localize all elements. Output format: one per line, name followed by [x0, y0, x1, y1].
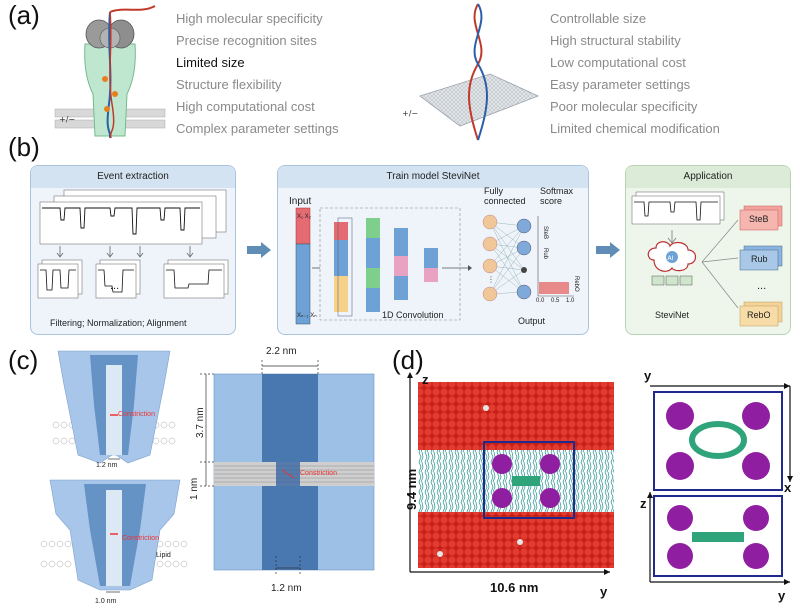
md-simulation-box [407, 372, 614, 575]
d-right-top-y-label: y [644, 368, 652, 383]
application-trace [631, 191, 725, 225]
top-width-label: 1.2 nm [96, 462, 118, 469]
d-width-label: 10.6 nm [490, 580, 539, 595]
score-class-steb: SteB [542, 226, 548, 240]
softmax-bar-rebo [539, 282, 569, 294]
application-title: Application [626, 166, 790, 188]
d-right-z-label: z [640, 496, 647, 511]
svg-text:AI: AI [668, 255, 674, 262]
softmax-label-1: Softmax [540, 186, 574, 196]
event-ellipsis: ... [110, 280, 120, 292]
panel-label-c: (c) [8, 345, 39, 375]
fully-connected-network: ⋮ [482, 214, 532, 302]
left-feature-2: Precise recognition sites [176, 33, 317, 48]
conv-label: 1D Convolution [382, 310, 444, 320]
event-extraction-caption: Filtering; Normalization; Alignment [50, 318, 187, 328]
right-feature-4: Easy parameter settings [550, 77, 691, 92]
fc-label-1: Fully [484, 186, 504, 196]
d-y-axis-label: y [600, 584, 608, 599]
extracted-events [37, 259, 229, 299]
train-model-box: Train model SteviNet [277, 165, 589, 335]
app-ellipsis: ... [757, 280, 767, 292]
score-tick-05: 0.5 [551, 298, 560, 304]
score-class-rebo: RebO [573, 276, 579, 292]
app-class-rub: Rub [751, 254, 768, 264]
biological-nanopore-illustration: +/− [54, 5, 166, 139]
steivinet-brain-icon: AI [647, 230, 697, 286]
output-label: Output [518, 316, 546, 326]
protein-pore-top [52, 350, 176, 464]
app-class-steb: SteB [749, 214, 769, 224]
flow-arrow-2 [596, 242, 620, 258]
right-feature-2: High structural stability [550, 33, 681, 48]
md-zoomed-views [647, 383, 793, 585]
application-net-label: SteviNet [655, 310, 690, 320]
protein-pore-bottom [40, 479, 188, 593]
input-x1-label: X₁ X₂ [297, 214, 312, 220]
train-model-title: Train model SteviNet [278, 166, 588, 188]
score-class-rub: Rub [542, 248, 548, 260]
input-xn-label: Xₙ₋₁ Xₙ [297, 313, 317, 319]
top-constriction-label: Constriction [118, 411, 155, 418]
d-right-x-label: x [784, 480, 792, 495]
solid-state-pore-model [200, 360, 375, 574]
left-feature-5: High computational cost [176, 99, 315, 114]
input-label: Input [289, 196, 312, 207]
softmax-score-chart [537, 216, 574, 297]
d-height-label: 9.4 nm [404, 468, 419, 510]
left-feature-3: Limited size [176, 55, 245, 70]
left-feature-1: High molecular specificity [176, 11, 323, 26]
d-z-axis-label: z [422, 372, 429, 387]
app-class-cards [739, 205, 783, 327]
classification-arrows [701, 219, 739, 309]
bottom-lipid-label: Lipid [156, 552, 171, 559]
app-class-rebo: RebO [747, 310, 771, 320]
panel-label-d: (d) [392, 345, 424, 375]
left-feature-6: Complex parameter settings [176, 121, 339, 136]
dim-top-label: 2.2 nm [266, 346, 297, 357]
svg-text:+/−: +/− [402, 109, 418, 118]
solid-state-nanopore-illustration: +/− [402, 3, 540, 141]
score-tick-0: 0.0 [536, 298, 545, 304]
bottom-constriction-label: Constriction [122, 535, 159, 542]
right-feature-1: Controllable size [550, 11, 647, 26]
event-extraction-title: Event extraction [31, 166, 235, 188]
cnn-architecture [295, 207, 472, 325]
right-feature-6: Limited chemical modification [550, 121, 720, 136]
event-segment-arrows [56, 246, 194, 258]
d-right-bottom-y-label: y [778, 588, 786, 603]
model-constriction-label: Constriction [300, 470, 337, 477]
dim-height-label: 3.7 nm [195, 407, 206, 438]
panel-label-b: (b) [8, 132, 40, 162]
left-feature-4: Structure flexibility [176, 77, 282, 92]
softmax-label-2: score [540, 196, 563, 206]
score-tick-1: 1.0 [566, 298, 575, 304]
fc-label-2: connected [484, 196, 526, 206]
right-feature-5: Poor molecular specificity [550, 99, 698, 114]
svg-text:⋮: ⋮ [487, 275, 495, 284]
raw-current-traces [39, 189, 227, 245]
dim-bottom-label: 1.2 nm [271, 583, 302, 594]
bottom-width-label: 1.0 nm [95, 598, 117, 605]
flow-arrow-1 [247, 242, 271, 258]
right-feature-3: Low computational cost [550, 55, 686, 70]
dim-membrane-label: 1 nm [189, 477, 200, 500]
svg-text:+/−: +/− [59, 115, 75, 124]
panel-label-a: (a) [8, 0, 40, 30]
